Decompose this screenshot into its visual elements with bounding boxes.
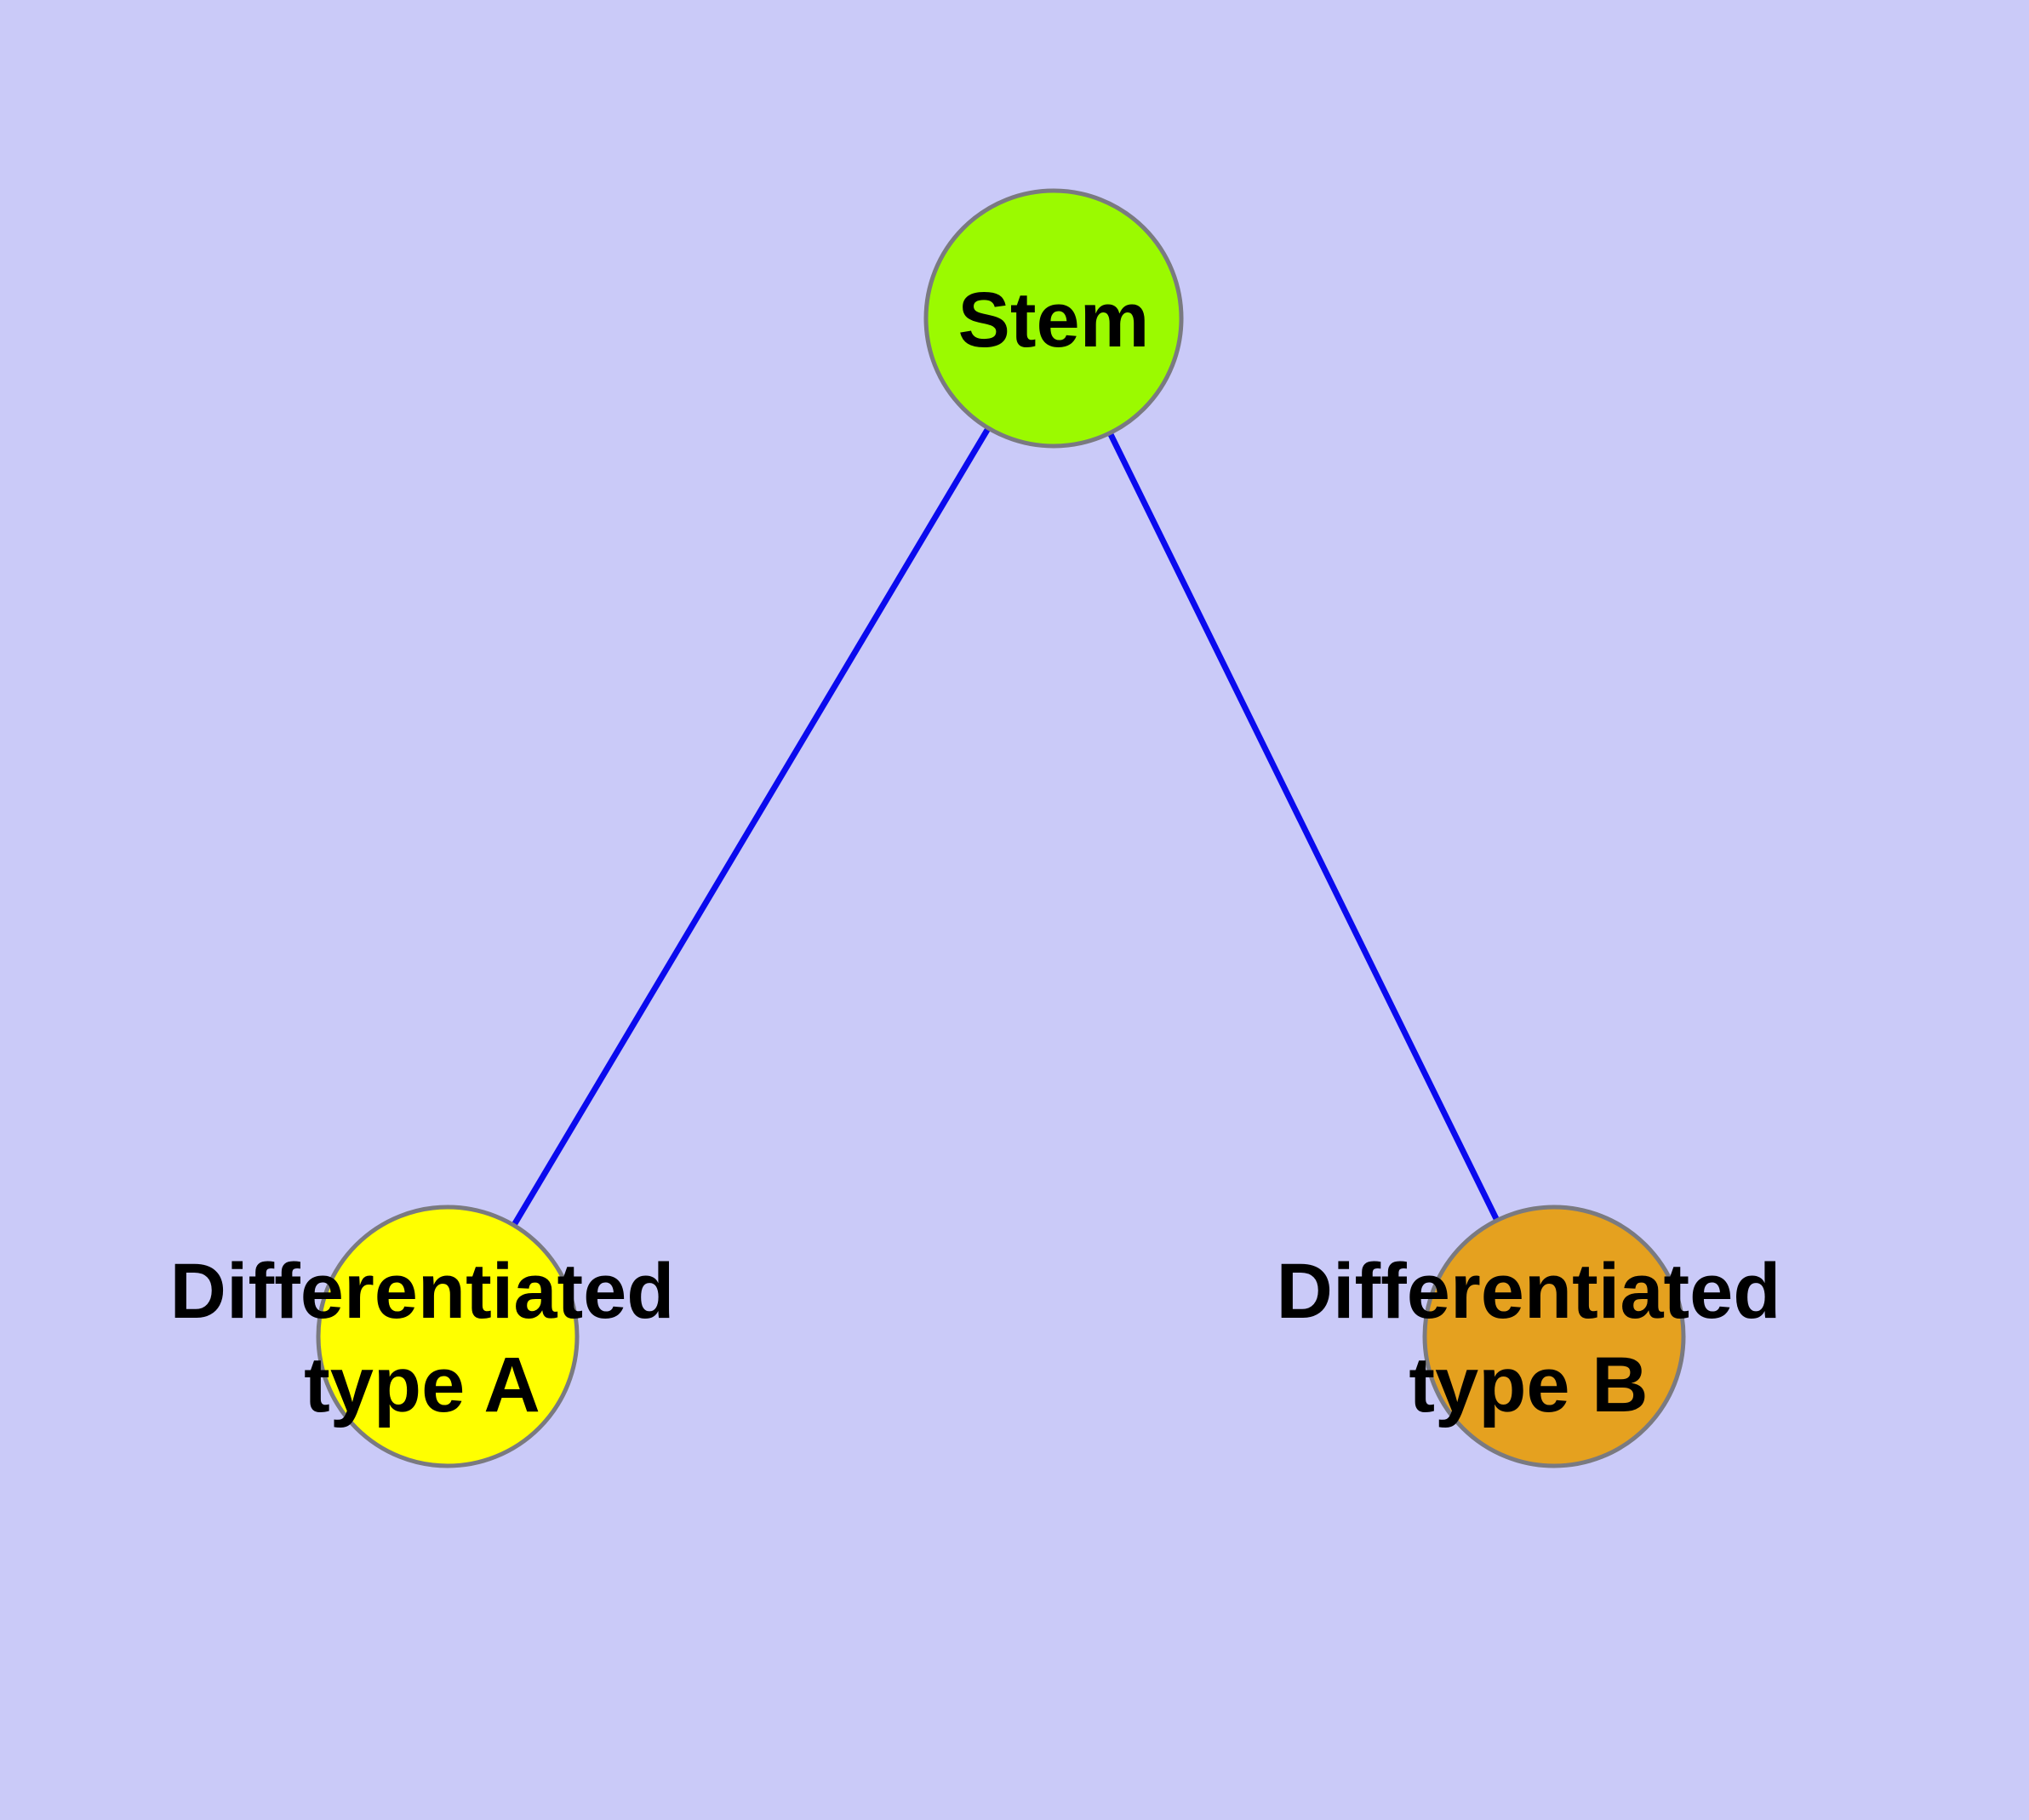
node-stem [923,188,1184,449]
edge-stem-to-differentiated-type-b [1050,317,1557,1338]
node-label-line: type A [304,1342,540,1428]
node-label-line: Differentiated [170,1248,675,1335]
node-differentiated-type-b [1422,1205,1686,1468]
node-label-stem: Stem [958,277,1150,363]
node-label-line: Stem [958,277,1150,363]
node-label-line: type B [1409,1342,1648,1428]
node-label-line: Differentiated [1277,1248,1781,1335]
edge-stem-to-differentiated-type-a [444,317,1057,1338]
node-differentiated-type-a [316,1205,580,1468]
